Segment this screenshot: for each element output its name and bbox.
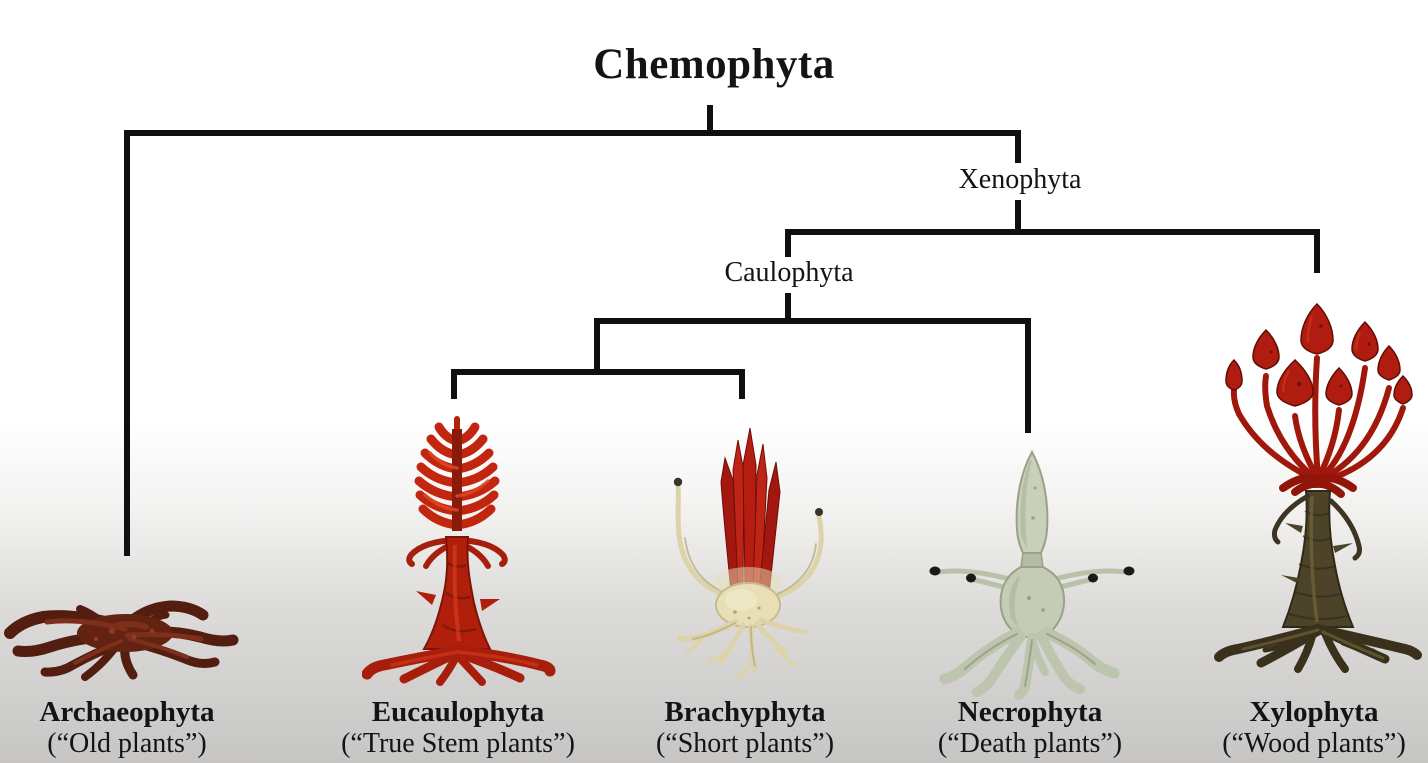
taxon-label-brachyphyta: Brachyphyta (“Short plants”): [656, 696, 834, 760]
archaeophyta-plant: [4, 600, 239, 681]
node-label-caulophyta: Caulophyta: [724, 257, 854, 288]
taxon-label-archaeophyta: Archaeophyta (“Old plants”): [39, 696, 214, 760]
tree-edge-level2-bar: [785, 229, 1320, 235]
taxon-name: Necrophyta: [957, 696, 1103, 728]
tree-edge-brachyphyta: [739, 369, 745, 399]
tree-edge-archaeophyta: [124, 130, 130, 556]
tree-edge-level3-bar: [594, 318, 1031, 324]
taxon-common-name: (“True Stem plants”): [341, 728, 575, 760]
tree-edge-level3-left: [594, 318, 600, 375]
tree-edge-xenophyta-top: [1015, 130, 1021, 163]
taxon-common-name: (“Wood plants”): [1222, 728, 1406, 760]
page-title: Chemophyta: [593, 41, 835, 88]
brachyphyta-plant: [673, 427, 824, 680]
taxon-label-eucaulophyta: Eucaulophyta (“True Stem plants”): [341, 696, 575, 760]
node-label-xenophyta: Xenophyta: [958, 164, 1082, 195]
taxon-common-name: (“Old plants”): [47, 728, 207, 760]
taxon-common-name: (“Death plants”): [937, 728, 1123, 760]
tree-edge-root-stub: [707, 105, 713, 133]
tree-edge-xenophyta-bot: [1015, 200, 1021, 235]
tree-edge-necrophyta: [1025, 318, 1031, 433]
taxon-name: Xylophyta: [1249, 696, 1379, 728]
tree-edge-caulophyta-bot: [785, 293, 791, 324]
necrophyta-plant: [929, 449, 1135, 700]
tree-edge-caulophyta-top: [785, 229, 791, 257]
taxon-label-necrophyta: Necrophyta (“Death plants”): [938, 696, 1122, 760]
tree-edge-xylophyta: [1314, 229, 1320, 273]
tree-edge-level4-bar: [451, 369, 745, 375]
tree-edge-eucaulophyta: [451, 369, 457, 399]
taxon-label-xylophyta: Xylophyta (“Wood plants”): [1222, 696, 1406, 760]
taxon-name: Brachyphyta: [664, 696, 826, 728]
taxon-common-name: (“Short plants”): [655, 728, 835, 760]
taxon-name: Archaeophyta: [39, 696, 215, 728]
xylophyta-plant: [1214, 302, 1422, 673]
eucaulophyta-plant: [362, 416, 556, 686]
taxon-name: Eucaulophyta: [371, 696, 545, 728]
tree-edge-level1-bar: [124, 130, 1021, 136]
